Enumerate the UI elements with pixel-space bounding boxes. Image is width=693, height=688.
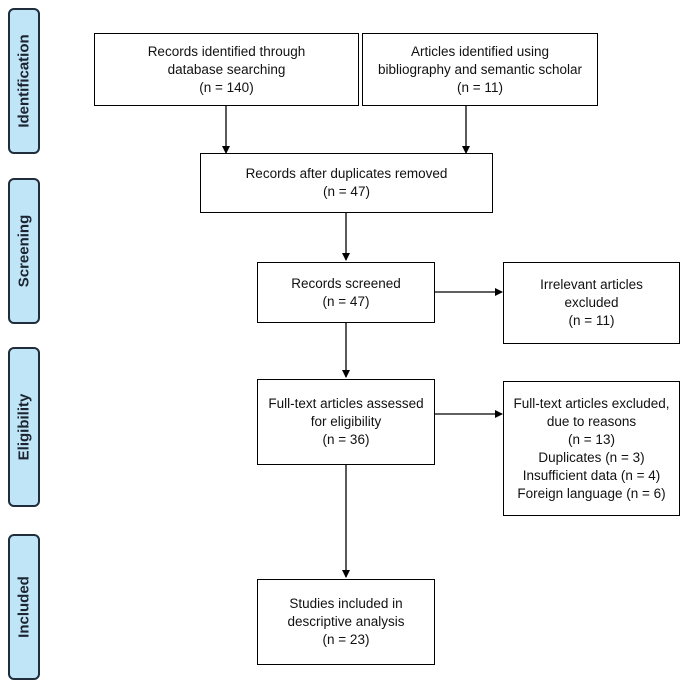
phase-identification: Identification xyxy=(8,8,40,154)
studies-included-box: Studies included in descriptive analysis… xyxy=(257,579,435,665)
phase-included: Included xyxy=(8,534,40,680)
records-screened-box: Records screened (n = 47) xyxy=(257,262,435,323)
phase-screening: Screening xyxy=(8,178,40,324)
articles-bibliography-box: Articles identified using bibliography a… xyxy=(362,33,598,106)
duplicates-removed-box: Records after duplicates removed (n = 47… xyxy=(200,153,493,213)
records-database-box: Records identified through database sear… xyxy=(94,33,359,106)
irrelevant-excluded-box: Irrelevant articles excluded (n = 11) xyxy=(503,262,680,344)
fulltext-excluded-box: Full-text articles excluded, due to reas… xyxy=(503,381,680,516)
fulltext-assessed-box: Full-text articles assessed for eligibil… xyxy=(257,379,435,465)
phase-eligibility: Eligibility xyxy=(8,347,40,507)
